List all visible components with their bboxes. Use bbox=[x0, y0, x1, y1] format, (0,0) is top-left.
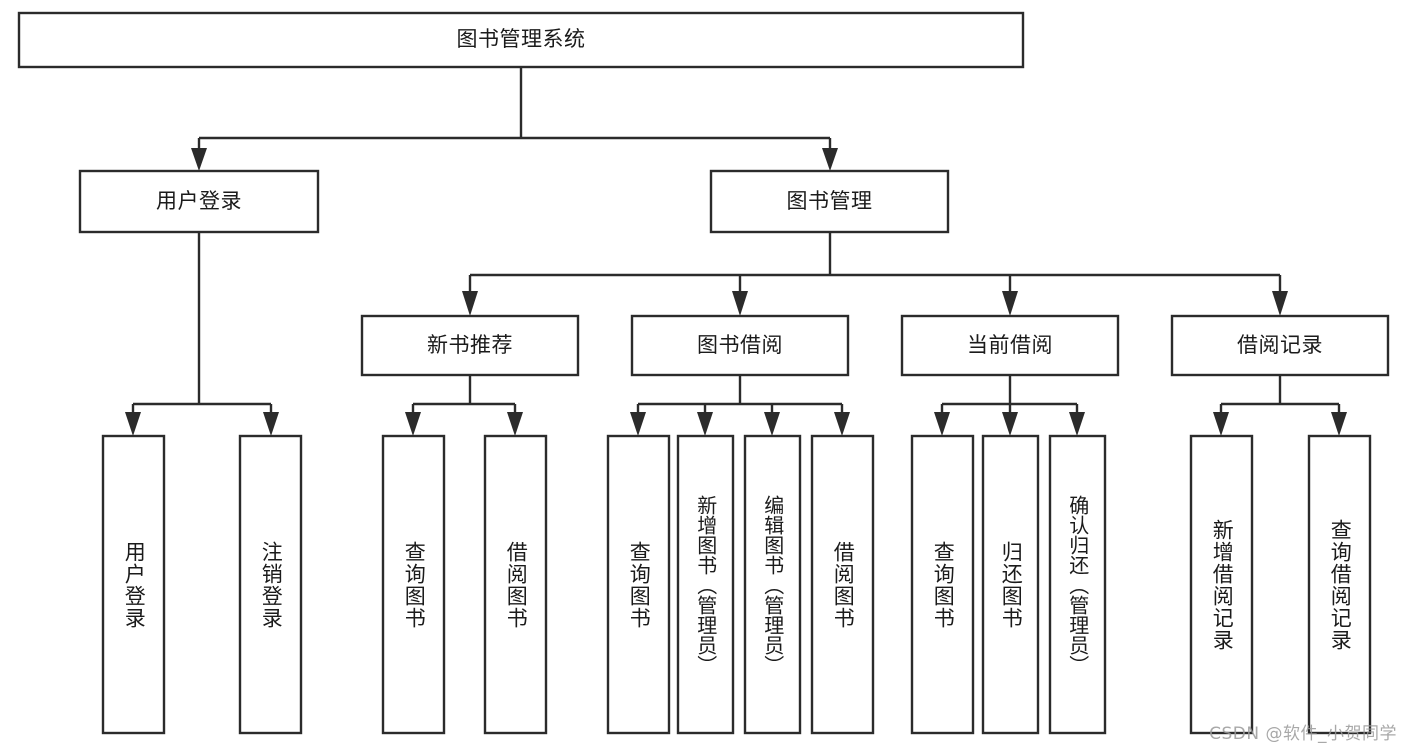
arrowhead-leaf-add-book bbox=[697, 412, 713, 436]
arrowhead-leaf-return-book bbox=[1002, 412, 1018, 436]
arrowhead-book-management bbox=[822, 148, 838, 171]
arrowhead-new-book-recommend bbox=[462, 291, 478, 316]
node-box-leaf-return-book[interactable] bbox=[981, 434, 1040, 735]
node-box-book-borrow[interactable] bbox=[630, 314, 850, 377]
node-box-borrow-record[interactable] bbox=[1170, 314, 1390, 377]
node-box-leaf-edit-book[interactable] bbox=[743, 434, 802, 735]
arrowhead-leaf-user-login bbox=[125, 412, 141, 436]
node-box-leaf-query-book-c[interactable] bbox=[910, 434, 975, 735]
node-box-leaf-borrow-book-b[interactable] bbox=[810, 434, 875, 735]
node-box-leaf-query-record[interactable] bbox=[1307, 434, 1372, 735]
arrowhead-leaf-add-record bbox=[1213, 412, 1229, 436]
node-box-leaf-logout[interactable] bbox=[238, 434, 303, 735]
node-box-leaf-add-record[interactable] bbox=[1189, 434, 1254, 735]
node-box-leaf-add-book[interactable] bbox=[676, 434, 735, 735]
node-box-leaf-confirm-return[interactable] bbox=[1048, 434, 1107, 735]
arrowhead-leaf-query-book-a bbox=[405, 412, 421, 436]
node-box-leaf-borrow-book-a[interactable] bbox=[483, 434, 548, 735]
arrowhead-leaf-borrow-book-a bbox=[507, 412, 523, 436]
arrowhead-leaf-borrow-book-b bbox=[834, 412, 850, 436]
node-box-book-management[interactable] bbox=[709, 169, 950, 234]
arrowhead-leaf-confirm-return bbox=[1069, 412, 1085, 436]
arrowhead-user-login bbox=[191, 148, 207, 171]
node-box-new-book-recommend[interactable] bbox=[360, 314, 580, 377]
watermark-text: CSDN @软件_小贺同学 bbox=[1209, 724, 1397, 744]
node-box-root[interactable] bbox=[17, 11, 1025, 69]
arrowhead-leaf-edit-book bbox=[764, 412, 780, 436]
node-box-leaf-user-login[interactable] bbox=[101, 434, 166, 735]
arrowhead-leaf-logout bbox=[263, 412, 279, 436]
arrowhead-leaf-query-book-b bbox=[630, 412, 646, 436]
arrowhead-leaf-query-record bbox=[1331, 412, 1347, 436]
arrowhead-book-borrow bbox=[732, 291, 748, 316]
node-box-leaf-query-book-b[interactable] bbox=[606, 434, 671, 735]
node-box-user-login[interactable] bbox=[78, 169, 320, 234]
arrowhead-current-borrow bbox=[1002, 291, 1018, 316]
node-box-current-borrow[interactable] bbox=[900, 314, 1120, 377]
arrowhead-borrow-record bbox=[1272, 291, 1288, 316]
arrowhead-leaf-query-book-c bbox=[934, 412, 950, 436]
node-box-leaf-query-book-a[interactable] bbox=[381, 434, 446, 735]
